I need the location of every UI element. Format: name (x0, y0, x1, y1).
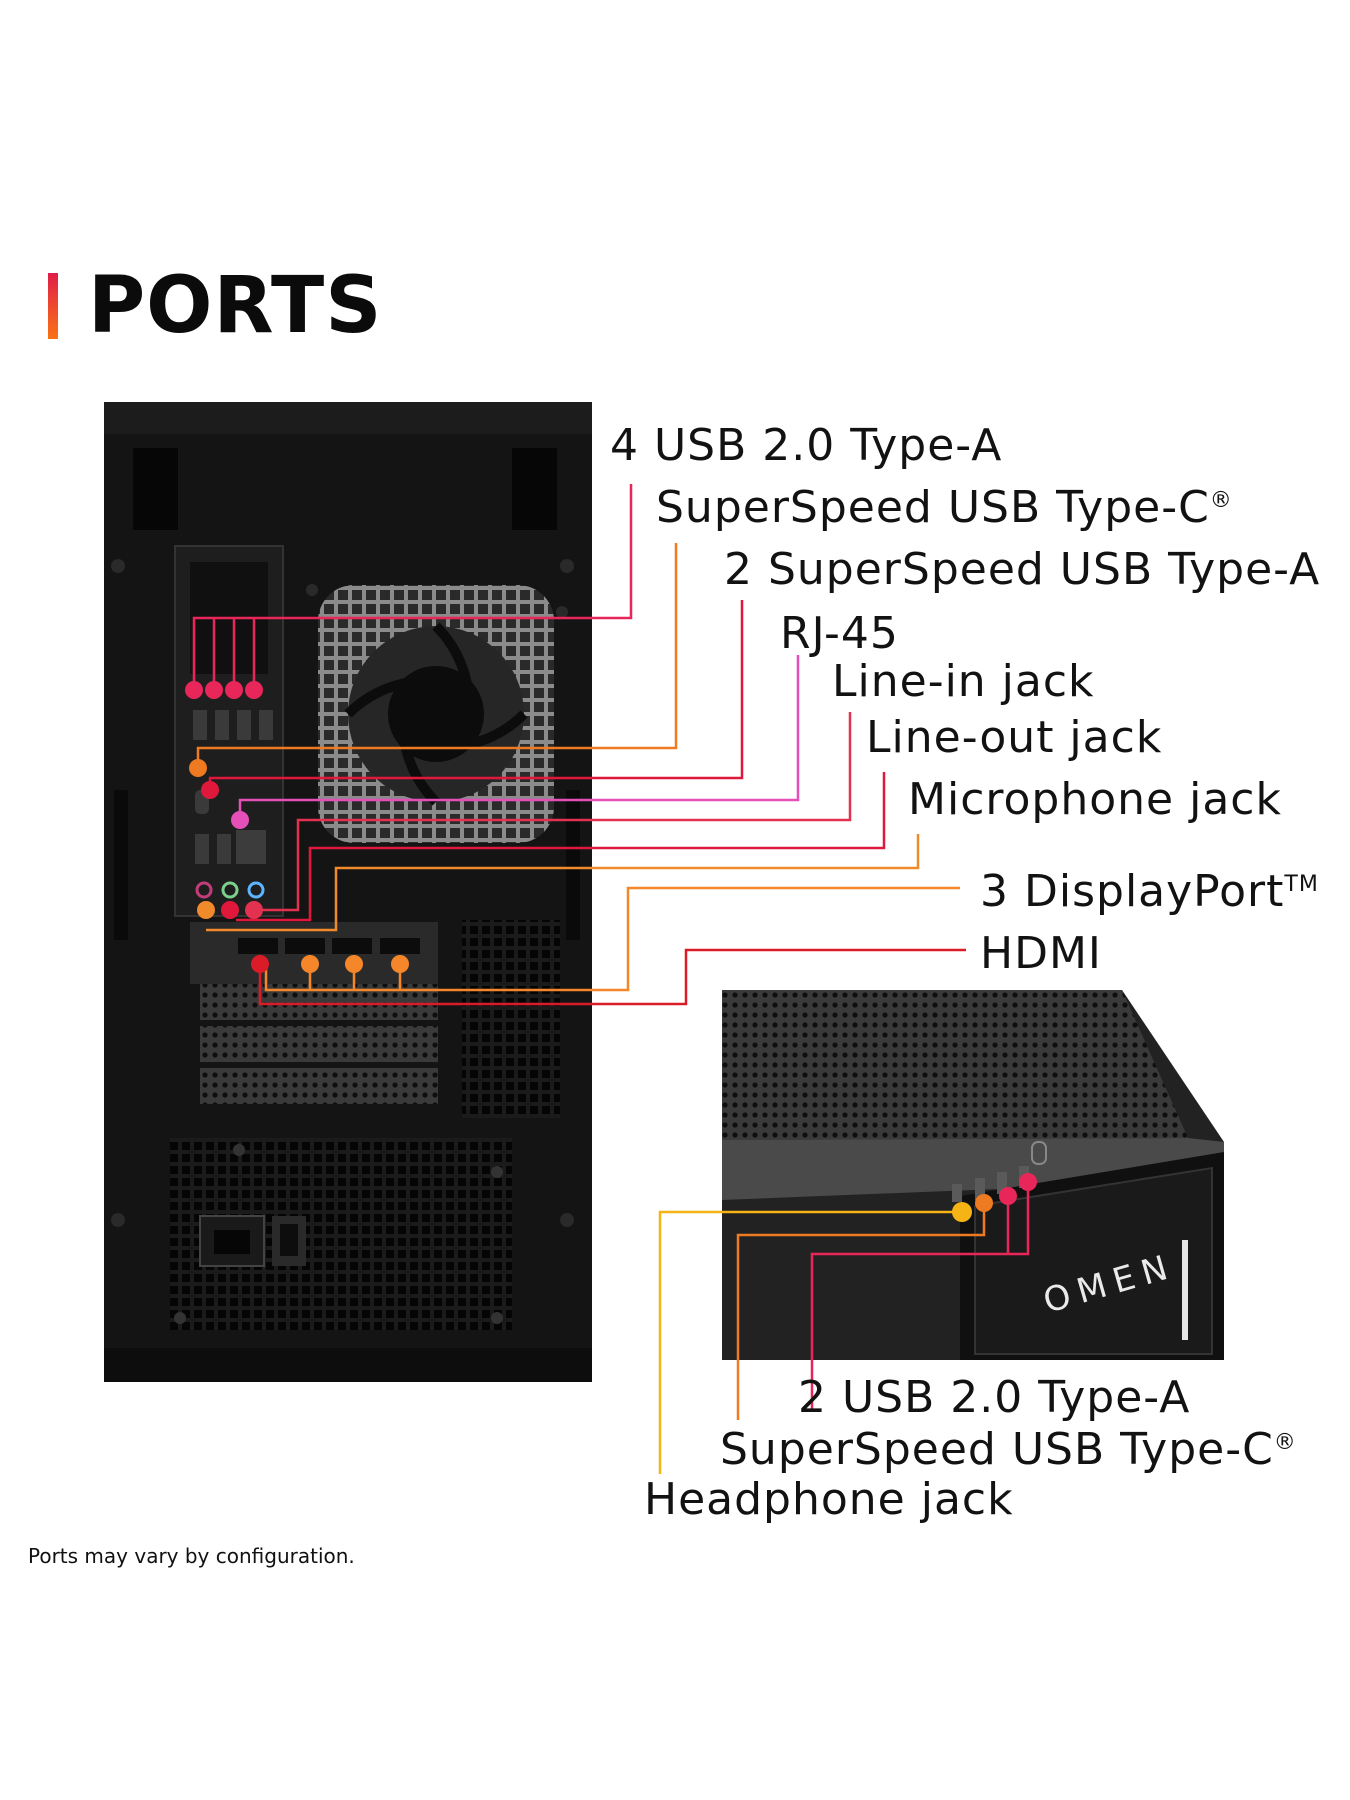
footnote: Ports may vary by configuration. (28, 1544, 355, 1568)
front-tower: OMEN (722, 990, 1224, 1360)
label-usbc-rear: SuperSpeed USB Type-C® (656, 482, 1233, 533)
rear-tower (104, 402, 592, 1382)
label-headphone: Headphone jack (644, 1474, 1014, 1525)
rear-callouts (192, 484, 966, 1006)
label-usb2-rear: 4 USB 2.0 Type-A (610, 420, 1003, 471)
label-superspeed-usba: 2 SuperSpeed USB Type-A (724, 544, 1321, 595)
label-line-out: Line-out jack (866, 712, 1163, 763)
label-rj45: RJ-45 (780, 608, 899, 659)
front-port-markers (952, 1173, 1037, 1222)
label-usbc-front: SuperSpeed USB Type-C® (720, 1424, 1297, 1475)
section-header: PORTS (48, 266, 382, 346)
gpu-bracket (190, 920, 560, 1118)
rear-port-markers (185, 681, 409, 973)
case-fan (318, 585, 554, 843)
label-displayport: 3 DisplayPortTM (980, 866, 1319, 917)
accent-bar (48, 273, 58, 339)
power-supply (170, 1138, 512, 1330)
label-line-in: Line-in jack (832, 656, 1095, 707)
label-hdmi: HDMI (980, 928, 1102, 979)
page-title: PORTS (88, 261, 383, 351)
io-shield (174, 545, 284, 917)
front-callouts (658, 1182, 1030, 1474)
label-usb2-front: 2 USB 2.0 Type-A (798, 1372, 1191, 1423)
label-microphone: Microphone jack (908, 774, 1282, 825)
